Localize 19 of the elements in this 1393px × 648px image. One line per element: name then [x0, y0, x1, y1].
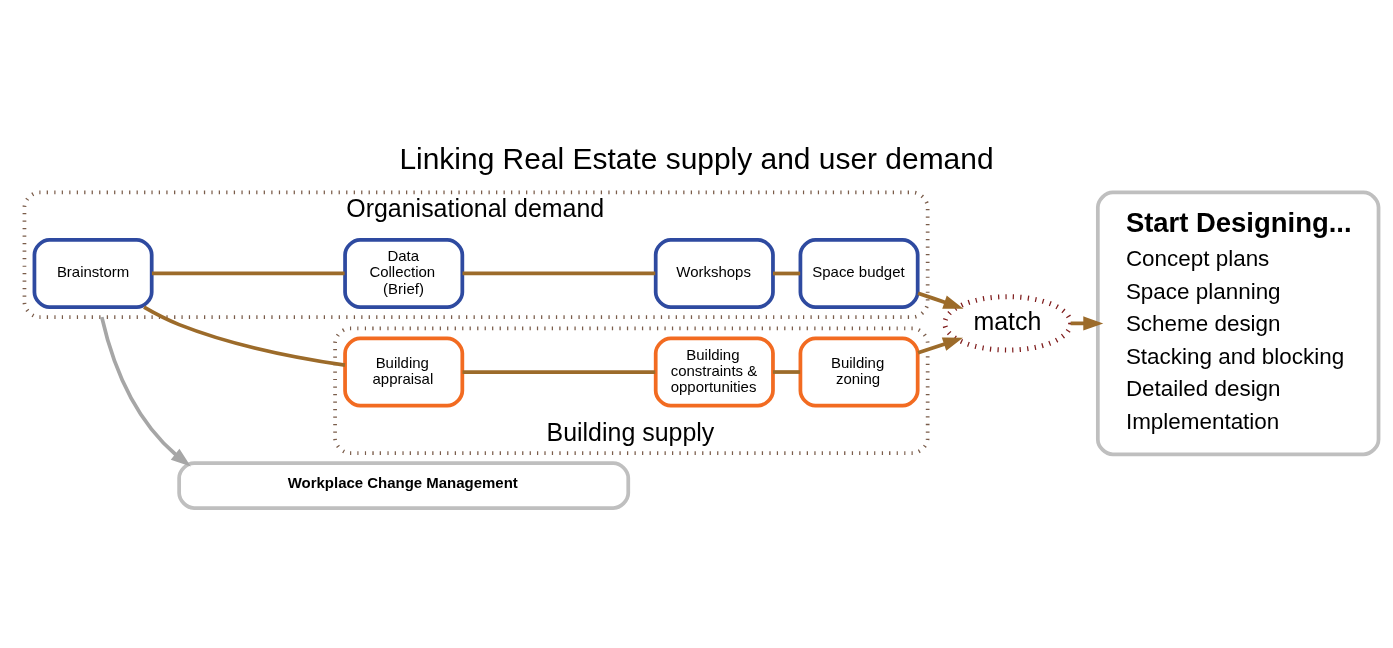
node-box: Start Designing... Concept plans Space planning Scheme design Stacking and blocking Detailed design Implementation	[1095, 190, 1381, 457]
arrow	[99, 316, 191, 467]
arrow	[917, 337, 963, 355]
arrow	[917, 291, 964, 309]
node-box: Workplace Change Management	[177, 461, 631, 510]
node-box: Data Collection (Brief)	[343, 237, 465, 310]
diagram-title: Linking Real Estate supply and user demand	[399, 141, 994, 175]
node-box: Building constraints & opportunities	[653, 336, 775, 408]
connector	[462, 271, 656, 276]
connector	[773, 370, 801, 374]
node-box: Workshops	[653, 237, 775, 310]
node-box: Building zoning	[798, 336, 920, 408]
node-box: Building appraisal	[343, 336, 465, 408]
connector	[151, 271, 345, 276]
connector	[462, 370, 656, 374]
node-box: Brainstorm	[32, 237, 154, 310]
connector	[143, 305, 346, 368]
connector	[773, 271, 801, 276]
node-box: Space budget	[798, 237, 920, 310]
